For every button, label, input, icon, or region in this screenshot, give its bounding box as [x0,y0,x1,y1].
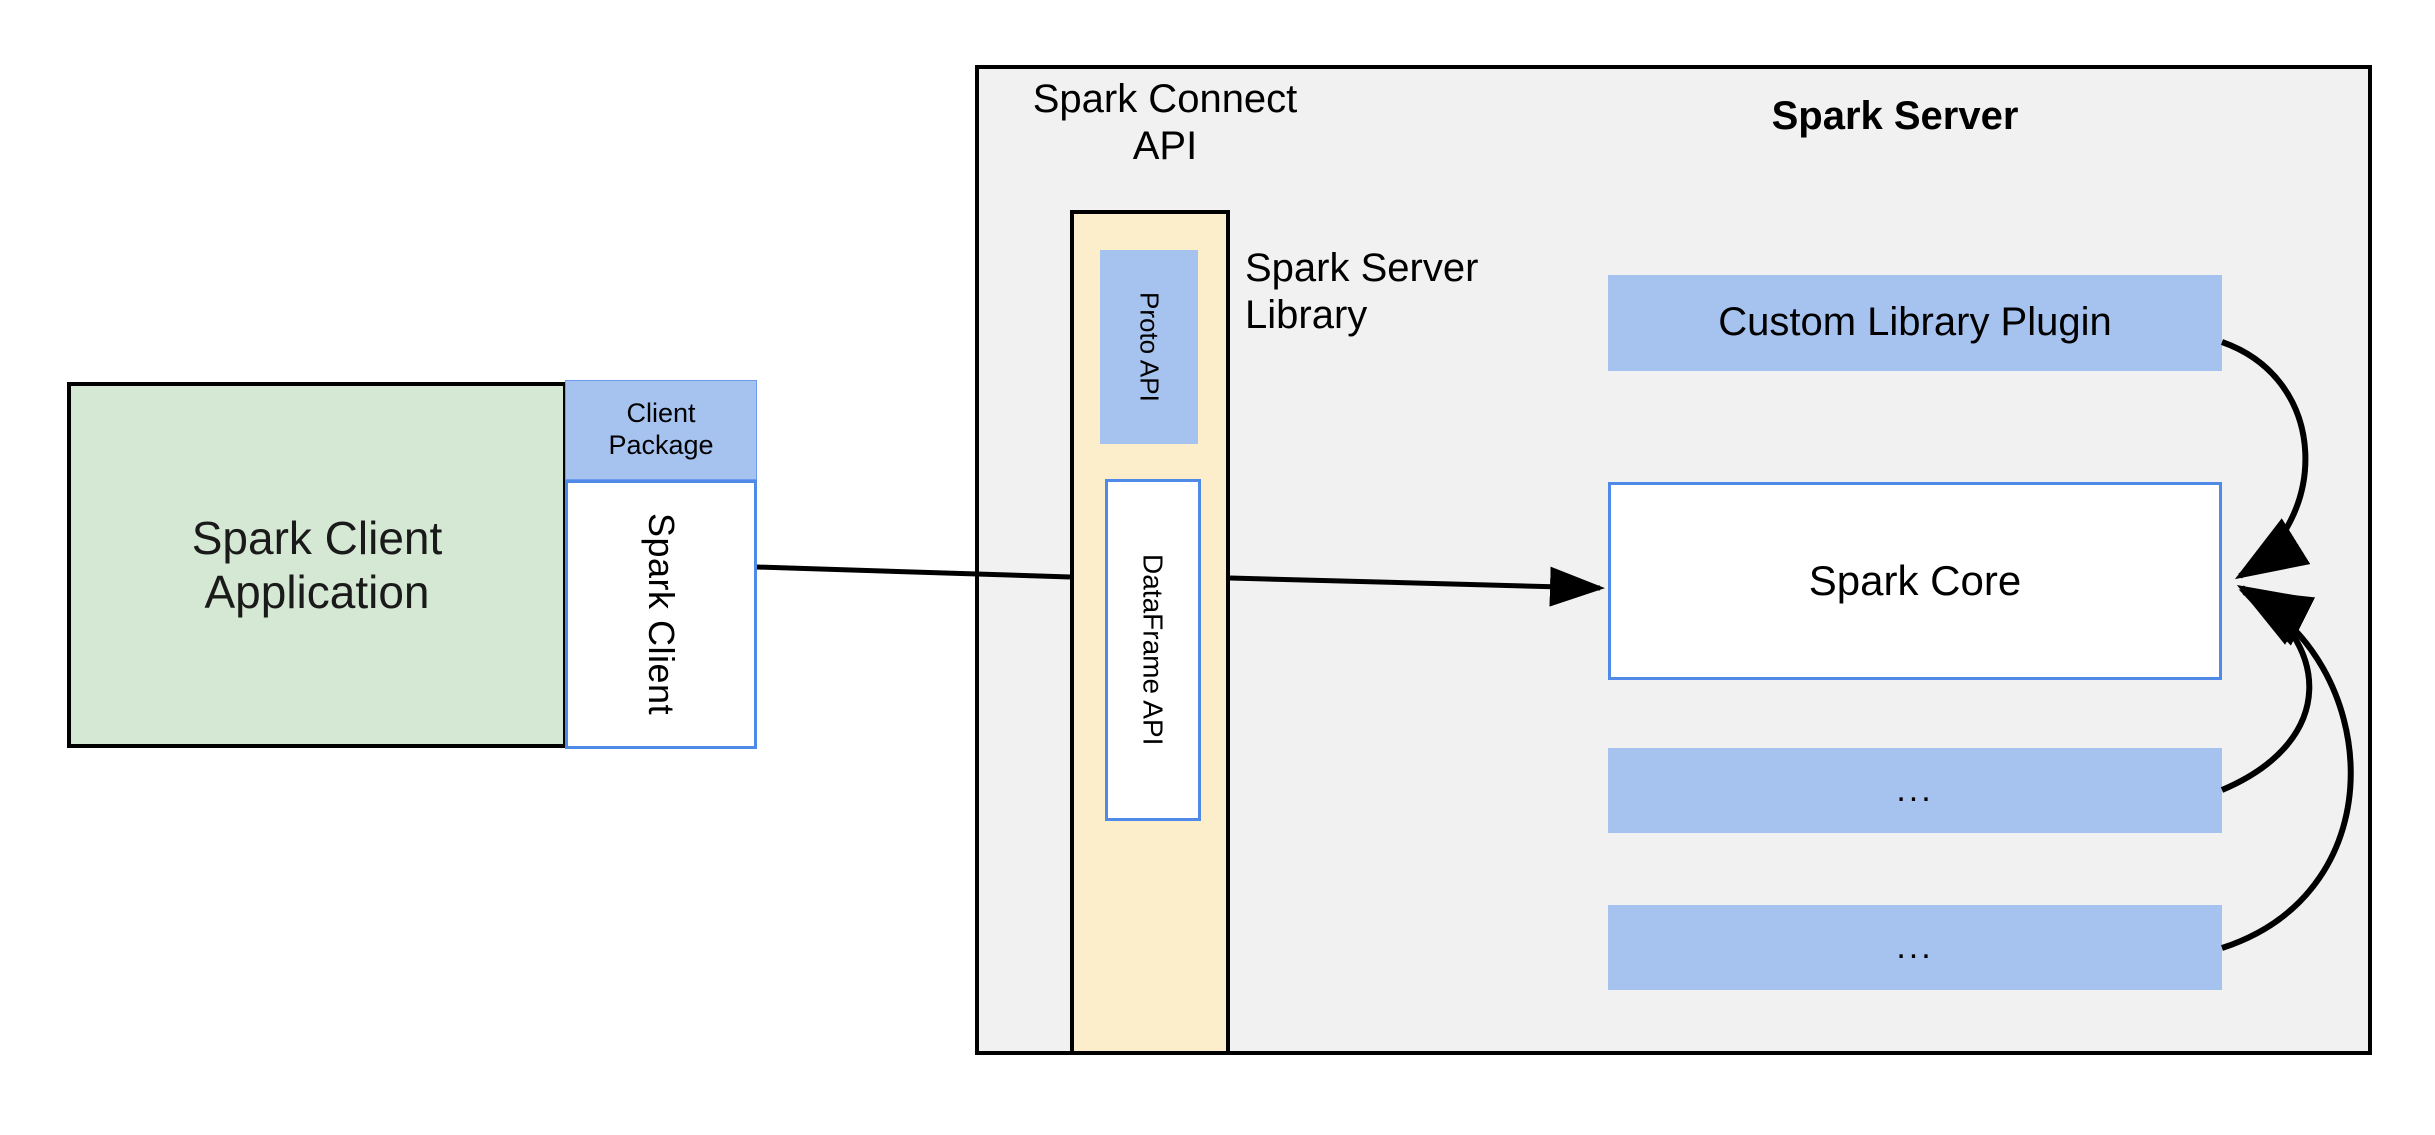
ellipsis-label-1: ... [1896,771,1934,810]
custom-library-plugin-box[interactable]: Custom Library Plugin [1608,275,2222,371]
spark-server-title: Spark Server [1730,90,2060,144]
spark-connect-api-label: Spark Connect API [1020,68,1310,168]
spark-client-application-box[interactable]: Spark Client Application [67,382,567,748]
spark-server-library-text: Spark Server Library [1245,246,1479,338]
spark-server-library-label: Spark Server Library [1245,245,1545,355]
spark-client-box[interactable]: Spark Client [565,480,757,749]
spark-connect-api-text: Spark Connect API [1032,77,1298,169]
proto-api-box[interactable]: Proto API [1100,250,1198,444]
spark-client-label: Spark Client [641,513,683,716]
spark-client-application-label: Spark Client Application [191,511,443,618]
ellipsis-box-1[interactable]: ... [1608,748,2222,833]
client-package-label: Client Package [608,398,714,460]
spark-core-box[interactable]: Spark Core [1608,482,2222,680]
spark-core-label: Spark Core [1808,557,2022,605]
client-package-box[interactable]: Client Package [565,380,757,480]
custom-library-plugin-label: Custom Library Plugin [1718,300,2112,345]
ellipsis-box-2[interactable]: ... [1608,905,2222,990]
dataframe-api-box[interactable]: DataFrame API [1105,479,1201,821]
spark-server-title-text: Spark Server [1771,94,2019,139]
dataframe-api-label: DataFrame API [1137,554,1169,746]
proto-api-label: Proto API [1134,292,1165,402]
ellipsis-label-2: ... [1896,928,1934,967]
